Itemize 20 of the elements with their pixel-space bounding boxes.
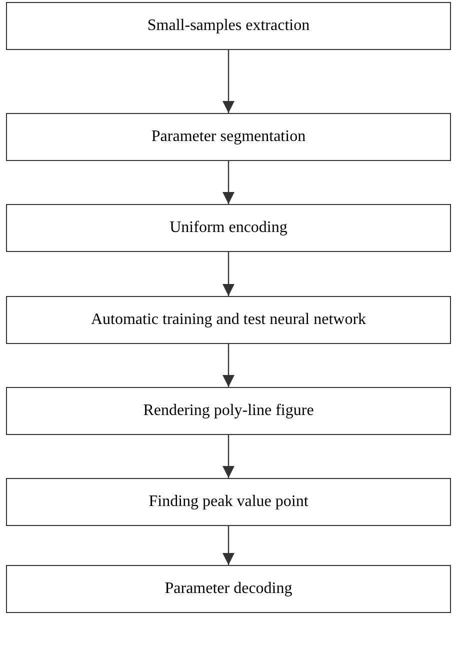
arrow <box>222 252 234 296</box>
step-label: Small-samples extraction <box>147 17 310 35</box>
process-box <box>6 204 451 252</box>
step-label: Parameter segmentation <box>151 128 306 146</box>
arrow <box>222 435 234 478</box>
process-box <box>6 296 451 344</box>
process-box <box>6 387 451 435</box>
arrow <box>222 161 234 204</box>
arrow <box>222 50 234 113</box>
process-box <box>6 2 451 50</box>
arrow <box>222 344 234 387</box>
process-box <box>6 565 451 613</box>
step-label: Rendering poly-line figure <box>143 402 314 420</box>
step-label: Uniform encoding <box>170 219 288 237</box>
step-label: Parameter decoding <box>164 580 292 598</box>
process-box <box>6 478 451 526</box>
step-label: Automatic training and test neural network <box>90 311 366 329</box>
step-label: Finding peak value point <box>148 493 308 511</box>
arrow <box>222 526 234 565</box>
process-box <box>6 113 451 161</box>
